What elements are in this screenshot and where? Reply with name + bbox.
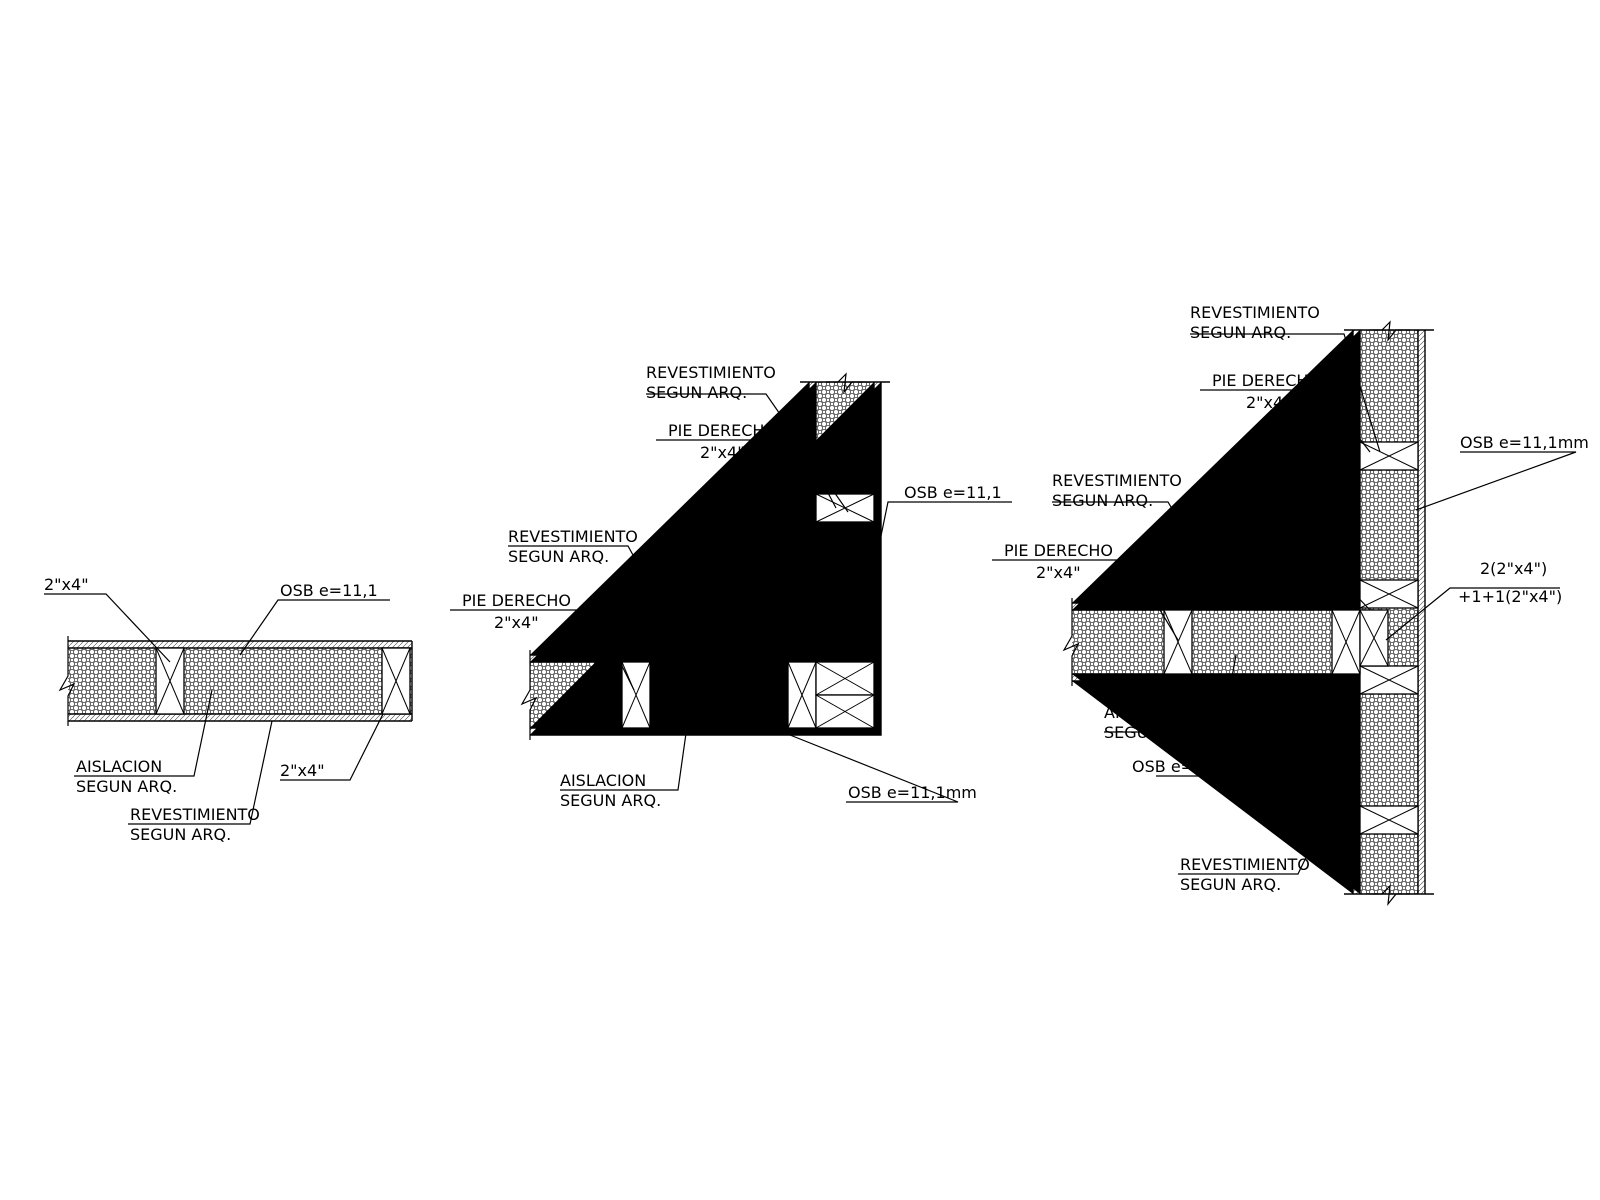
horizontal-stud-line2: 2"x4" — [494, 613, 539, 632]
corner-studs-line1: 2(2"x4") — [722, 593, 789, 612]
cladding-horizontal-line1: REVESTIMIENTO — [508, 527, 638, 546]
cladding-mid-line1: REVESTIMIENTO — [1052, 471, 1182, 490]
osb-right-label: OSB e=11,1mm — [1460, 433, 1589, 452]
cladding-top-line1: REVESTIMIENTO — [646, 363, 776, 382]
osb-bottom-label: OSB e=11,1mm — [848, 783, 977, 802]
stud-2x4 — [155, 647, 185, 715]
vertical-stud-line1: PIE DERECHO — [1212, 371, 1321, 390]
cladding-top-line2: SEGUN ARQ. — [646, 383, 747, 402]
detail-1-straight-wall: 2"x4" OSB e=11,1 AISLACION SEGUN ARQ. 2"… — [44, 575, 413, 844]
corner-studs — [787, 661, 875, 729]
detail-3-tee-joint: REVESTIMIENTO SEGUN ARQ. PIE DERECHO 2"x… — [992, 303, 1589, 906]
stud-label: 2"x4" — [44, 575, 89, 594]
tee-studs-line1: 2(2"x4") — [1480, 559, 1547, 578]
cladding-top-line1: REVESTIMIENTO — [1190, 303, 1320, 322]
cladding-horizontal-line2: SEGUN ARQ. — [508, 547, 609, 566]
break-line-bottom — [1370, 884, 1410, 906]
cladding-bottom-line1: REVESTIMIENTO — [1180, 855, 1310, 874]
tee-studs-line2: +1+1(2"x4") — [1458, 587, 1562, 606]
break-line-horizontal — [1062, 598, 1080, 686]
insulation-line2: SEGUN ARQ. — [560, 791, 661, 810]
corner-studs-line2: +1(2"x4") — [706, 617, 787, 636]
vertical-stud-line1: PIE DERECHO — [668, 421, 777, 440]
insulation-label-line2: SEGUN ARQ. — [76, 777, 177, 796]
end-stud-2x4 — [381, 647, 411, 715]
vertical-stud-line2: 2"x4" — [1246, 393, 1291, 412]
vertical-stud-line2: 2"x4" — [700, 443, 745, 462]
horizontal-stud-line1: PIE DERECHO — [1004, 541, 1113, 560]
cladding-mid-line2: SEGUN ARQ. — [1052, 491, 1153, 510]
cladding-bottom-line2: SEGUN ARQ. — [1180, 875, 1281, 894]
osb-bottom-label: OSB e=11,1mm — [1132, 757, 1261, 776]
break-line — [58, 636, 76, 726]
vertical-studs — [1359, 441, 1419, 835]
small-stud-label: 2"x4" — [1286, 541, 1331, 560]
osb-label: OSB e=11,1 — [280, 581, 378, 600]
cladding-label-line2: SEGUN ARQ. — [130, 825, 231, 844]
detail-2-corner-joint: REVESTIMIENTO SEGUN ARQ. PIE DERECHO 2"x… — [450, 363, 1012, 810]
break-line-horizontal — [520, 650, 538, 740]
osb-top-label: OSB e=11,1 — [904, 483, 1002, 502]
horizontal-stud-line1: PIE DERECHO — [462, 591, 571, 610]
break-line-top — [1370, 320, 1410, 342]
insulation-label-line1: AISLACION — [76, 757, 162, 776]
horizontal-stud-2x4 — [621, 661, 651, 729]
horizontal-studs — [1163, 609, 1389, 675]
cladding-label-line1: REVESTIMIENTO — [130, 805, 260, 824]
cladding-top-line2: SEGUN ARQ. — [1190, 323, 1291, 342]
insulation-line1: AISLACION — [1104, 703, 1190, 722]
insulation-line1: AISLACION — [560, 771, 646, 790]
end-stud-label: 2"x4" — [280, 761, 325, 780]
insulation-line2: SEGUN ARQ. — [1104, 723, 1205, 742]
break-line-vertical — [826, 372, 866, 394]
horizontal-stud-line2: 2"x4" — [1036, 563, 1081, 582]
